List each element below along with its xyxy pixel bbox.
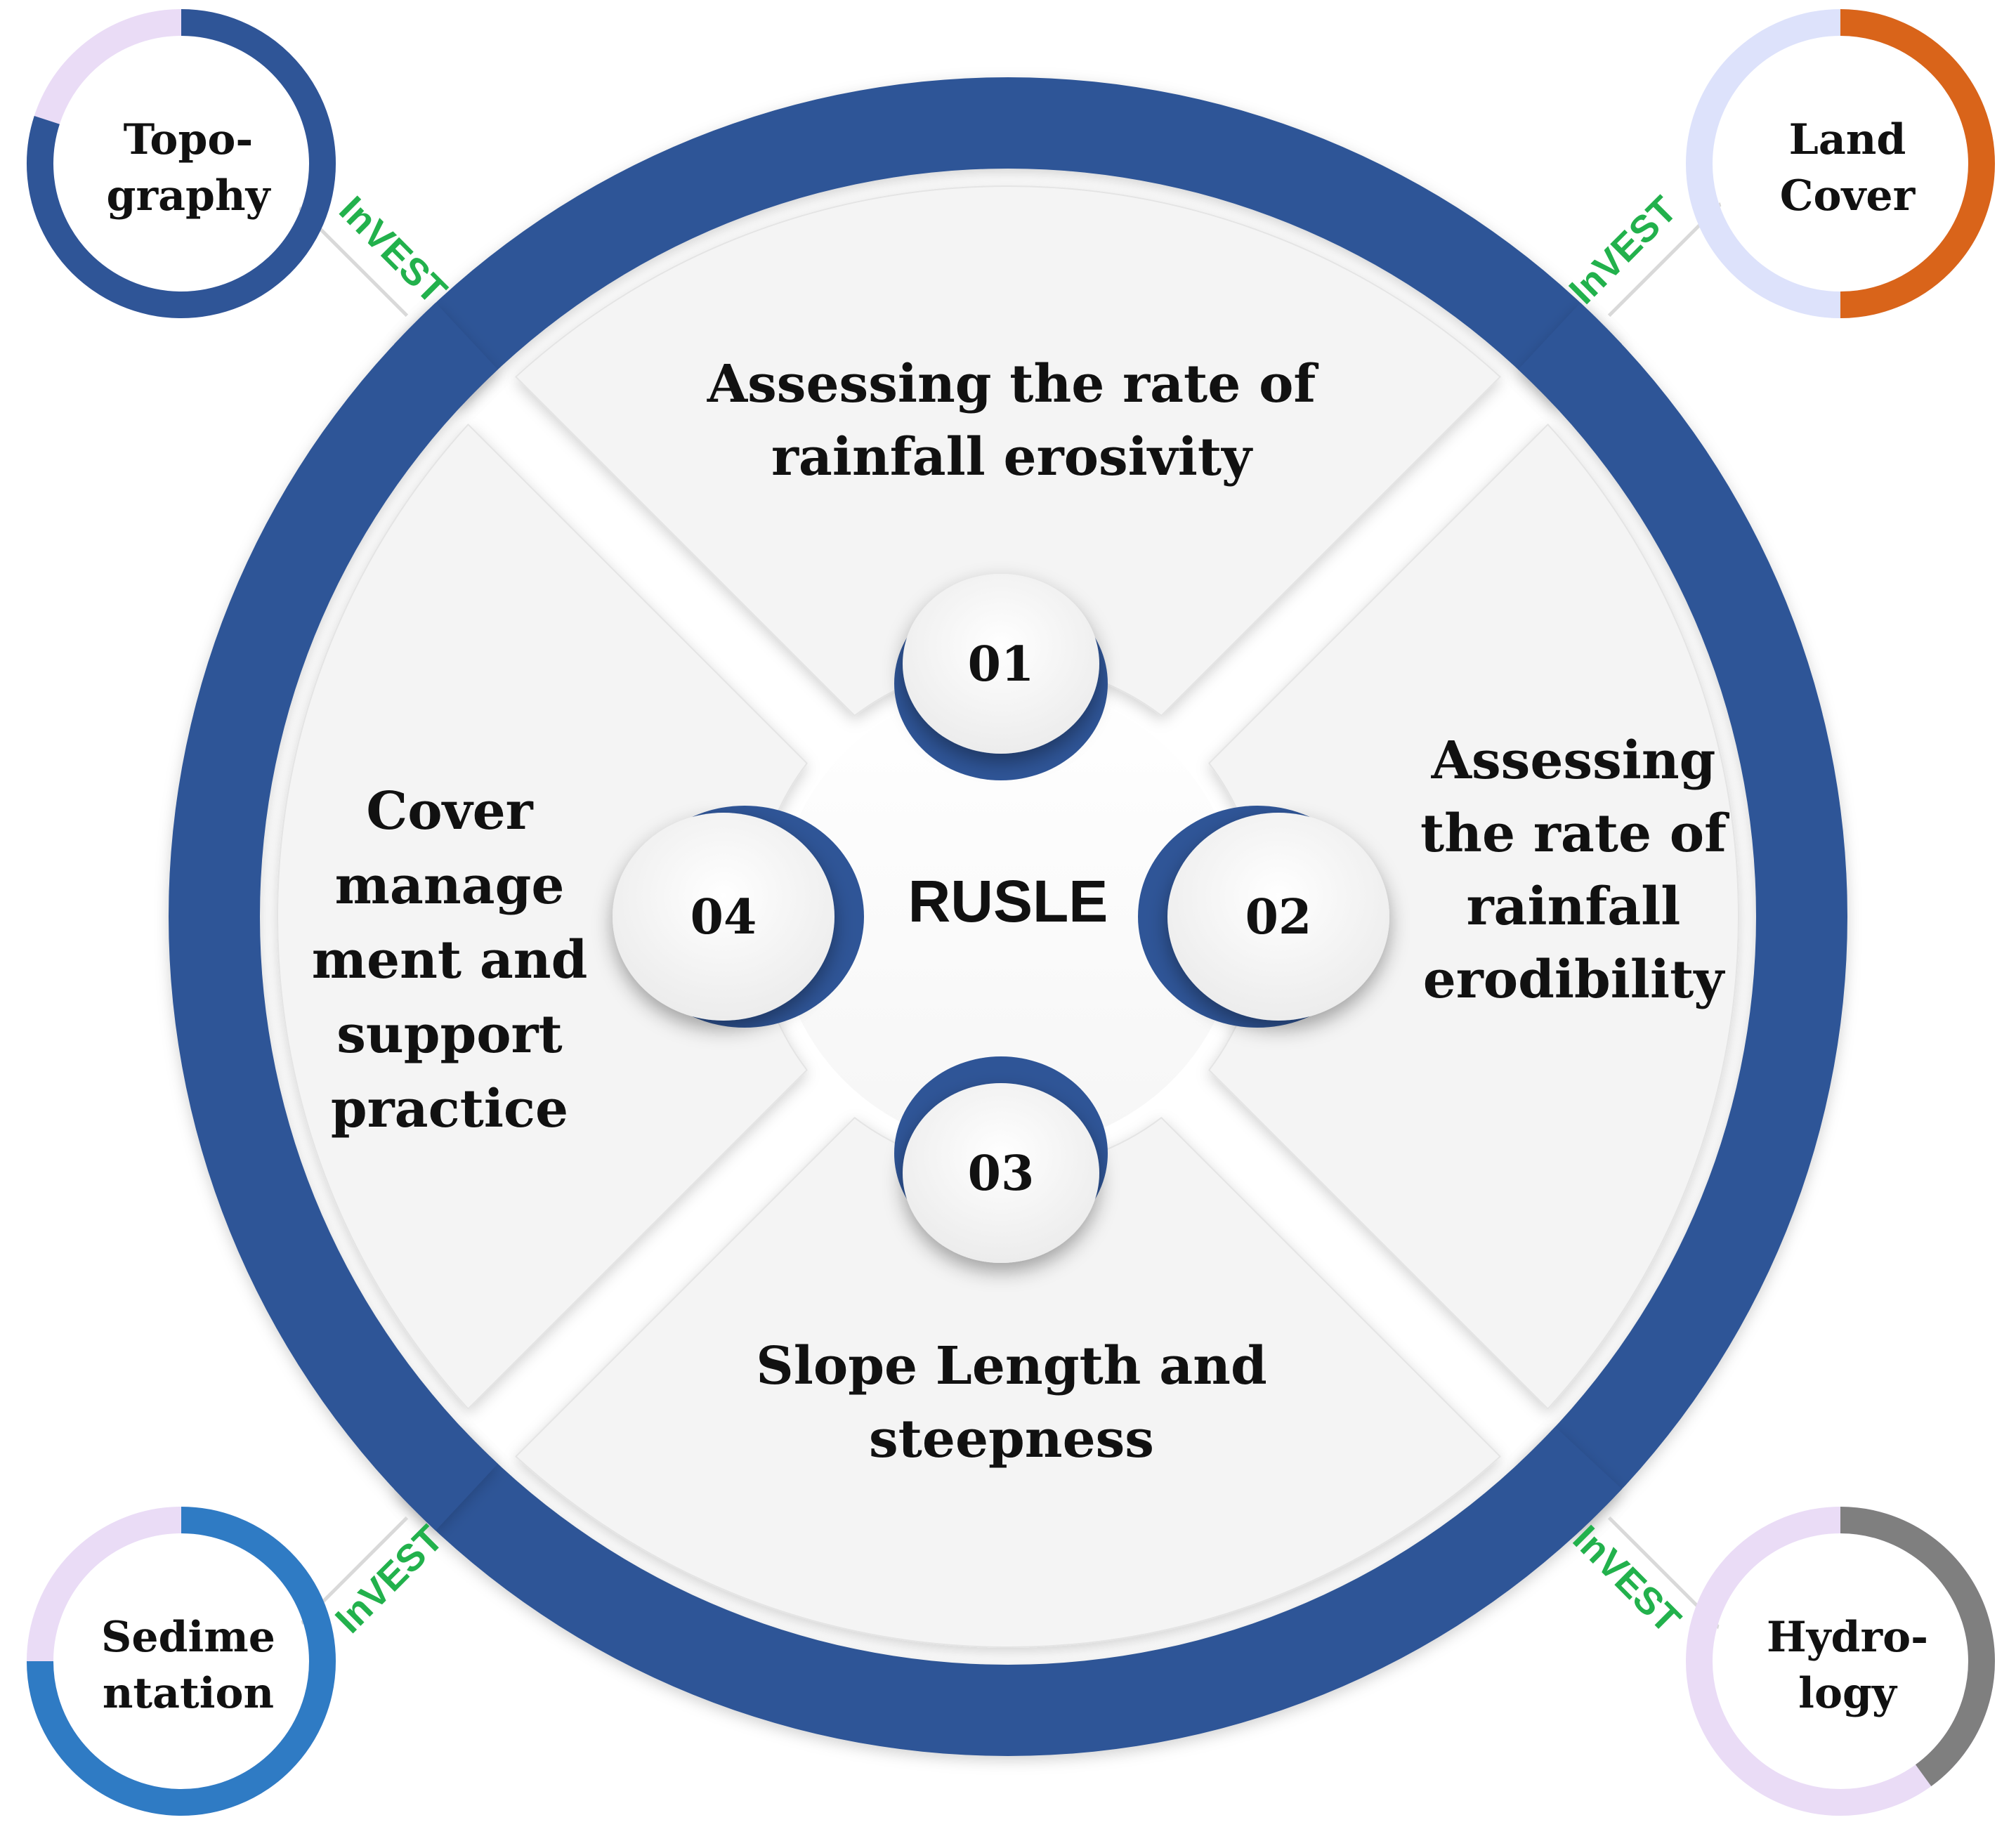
badge-label-line: graphy <box>107 171 272 221</box>
bubble-face <box>1167 813 1389 1021</box>
quadrant-text-left: Cover manage ment and support practice <box>312 781 588 1139</box>
number-bubbles: 01 02 03 04 <box>613 574 1389 1263</box>
bubble-03: 03 <box>894 1056 1108 1263</box>
badge-label: Sedime ntation <box>101 1613 275 1718</box>
center-label: RUSLE <box>908 868 1108 934</box>
quadrant-text-line: manage <box>335 856 565 916</box>
quadrant-text-line: steepness <box>869 1409 1154 1469</box>
badge-label: Topo-graphy <box>107 115 272 221</box>
quadrant-text-line: practice <box>331 1079 568 1139</box>
bubble-face <box>903 1083 1099 1263</box>
badge-label-line: logy <box>1798 1669 1898 1718</box>
quadrant-text-line: Assessing <box>1431 731 1716 791</box>
badge-face <box>55 37 308 290</box>
center-disk <box>776 685 1240 1148</box>
badge-face <box>55 1535 308 1788</box>
bubble-number: 03 <box>968 1146 1035 1202</box>
badge-label-line: Sedime <box>101 1613 275 1662</box>
badge-progress-arc <box>27 1507 336 1816</box>
quadrant-text-line: ment and <box>312 930 588 990</box>
ring-arc-right <box>1518 303 1848 1531</box>
ring-arc-left <box>168 303 498 1531</box>
quadrant-text-line: rainfall <box>1467 877 1681 937</box>
badge-progress-arc <box>1840 1507 1995 1786</box>
bubble-number: 01 <box>968 636 1035 693</box>
badge-progress-arc <box>1840 9 1995 318</box>
bubble-number: 04 <box>690 889 757 945</box>
badge-label-line: Cover <box>1780 171 1916 221</box>
quadrant-text-right: Assessing the rate of rainfall erodibility <box>1420 731 1729 1010</box>
badge-label-line: Topo- <box>124 115 254 164</box>
quadrant-text-line: Cover <box>366 781 533 841</box>
invest-label: InVEST <box>1562 188 1685 312</box>
bubble-face <box>903 574 1099 754</box>
ring-arc-bottom <box>394 1427 1622 1756</box>
quadrant-text-line: Slope Length and <box>756 1336 1266 1396</box>
quadrant-text-line: Assessing the rate of <box>707 354 1319 414</box>
quadrant-text-line: rainfall erosivity <box>771 427 1253 487</box>
badge-sedimentation: Sedime ntation <box>27 1507 336 1816</box>
quadrant-text-top: Assessing the rate of rainfall erosivity <box>707 354 1319 487</box>
badge-label-line: Land <box>1789 115 1906 164</box>
badge-topography: Topo-graphy <box>27 9 336 318</box>
badge-hydrology: Hydro-logy <box>1686 1507 1995 1816</box>
badge-label: Hydro-logy <box>1767 1613 1928 1718</box>
quadrant-text-line: erodibility <box>1423 950 1726 1010</box>
bubble-04: 04 <box>613 806 864 1028</box>
bubble-01: 01 <box>894 574 1108 780</box>
quadrant-text-line: the rate of <box>1420 804 1729 864</box>
quadrant-text-bottom: Slope Length and steepness <box>756 1336 1266 1469</box>
quadrant-text-line: support <box>336 1004 562 1065</box>
badge-label-line: ntation <box>103 1669 274 1718</box>
ring-arc-top <box>394 77 1622 407</box>
badge-face <box>1714 1535 1967 1788</box>
bubble-number: 02 <box>1245 889 1312 945</box>
invest-label: InVEST <box>331 188 454 312</box>
quadrant-panels <box>276 185 1740 1649</box>
outer-ring <box>168 77 1848 1756</box>
badge-label-line: Hydro- <box>1767 1613 1928 1662</box>
badge-face <box>1714 37 1967 290</box>
badge-progress-arc <box>27 9 336 318</box>
bubble-face <box>613 813 834 1021</box>
bubble-02: 02 <box>1138 806 1389 1028</box>
